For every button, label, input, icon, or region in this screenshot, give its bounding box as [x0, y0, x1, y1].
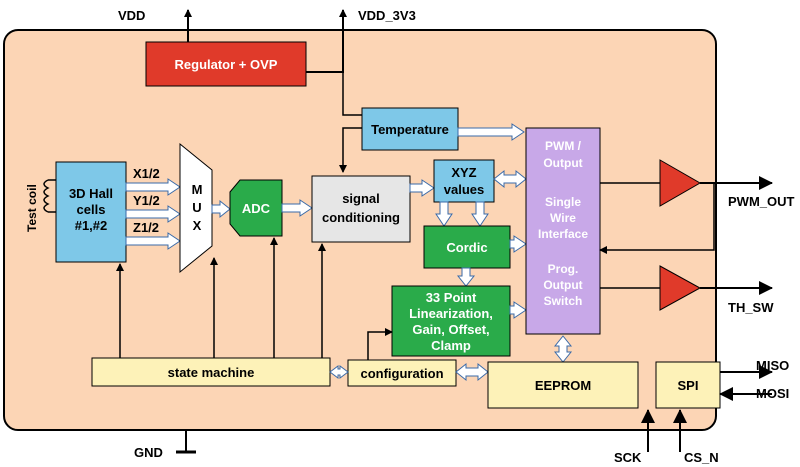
- xyz-line-1: XYZ: [451, 165, 476, 180]
- mux-block: [179, 142, 213, 274]
- vdd-3v3-label: VDD_3V3: [358, 8, 416, 23]
- th-sw-output-buffer: [659, 265, 702, 311]
- sck-label: SCK: [614, 450, 642, 465]
- out-line-6: Interface: [538, 227, 588, 241]
- miso-label: MISO: [756, 358, 789, 373]
- state-machine-block: [91, 357, 331, 387]
- out-line-10: Switch: [544, 294, 583, 308]
- lin-line-4: Clamp: [431, 338, 471, 353]
- temperature-label: Temperature: [371, 122, 449, 137]
- configuration-block: [347, 359, 457, 387]
- lin-line-3: Gain, Offset,: [412, 322, 489, 337]
- cordic-block: [423, 225, 511, 269]
- vdd-label: VDD: [118, 8, 145, 23]
- gnd-label: GND: [134, 445, 163, 460]
- channel-y: Y1/2: [133, 193, 160, 208]
- mux-letter-u: U: [192, 200, 201, 215]
- test-coil: Test coil: [25, 179, 56, 232]
- out-line-4: Single: [545, 195, 581, 209]
- hall-line-1: 3D Hall: [69, 186, 113, 201]
- eeprom-block: [487, 361, 639, 409]
- spi-label: SPI: [678, 378, 699, 393]
- channel-z: Z1/2: [133, 220, 159, 235]
- test-coil-label: Test coil: [25, 184, 39, 232]
- xyz-values-block: [433, 159, 495, 203]
- out-line-1: PWM /: [545, 139, 582, 153]
- lin-line-2: Linearization,: [409, 306, 493, 321]
- vdd-pin: VDD: [118, 8, 192, 42]
- hall-line-2: cells: [77, 202, 106, 217]
- signal-conditioning-block: [311, 175, 411, 243]
- gnd-pin: GND: [134, 430, 196, 460]
- xyz-line-2: values: [444, 182, 484, 197]
- configuration-label: configuration: [360, 366, 443, 381]
- hall-cells-block: [55, 161, 127, 263]
- regulator-block: [145, 41, 307, 87]
- cordic-label: Cordic: [446, 240, 487, 255]
- spi-block: [655, 361, 721, 409]
- out-line-9: Output: [543, 278, 582, 292]
- cs-n-label: CS_N: [684, 450, 719, 465]
- out-line-2: Output: [543, 156, 582, 170]
- mosi-label: MOSI: [756, 386, 789, 401]
- output-interface-block: [525, 127, 601, 335]
- th-sw-label: TH_SW: [728, 300, 774, 315]
- state-machine-label: state machine: [168, 365, 255, 380]
- linearization-block: [391, 285, 511, 357]
- lin-line-1: 33 Point: [426, 290, 477, 305]
- hall-line-3: #1,#2: [75, 218, 108, 233]
- eeprom-label: EEPROM: [535, 378, 591, 393]
- out-line-8: Prog.: [548, 262, 579, 276]
- pwm-out-label: PWM_OUT: [728, 194, 795, 209]
- hall-to-mux-arrows: [125, 178, 181, 250]
- adc-block: [229, 179, 283, 237]
- mux-letter-m: M: [192, 182, 203, 197]
- adc-label: ADC: [242, 201, 271, 216]
- mux-letter-x: X: [193, 218, 202, 233]
- out-line-5: Wire: [550, 211, 576, 225]
- signal-line-1: signal: [342, 191, 380, 206]
- pwm-output-buffer: [659, 159, 702, 207]
- regulator-label: Regulator + OVP: [175, 57, 278, 72]
- channel-x: X1/2: [133, 166, 160, 181]
- signal-line-2: conditioning: [322, 210, 400, 225]
